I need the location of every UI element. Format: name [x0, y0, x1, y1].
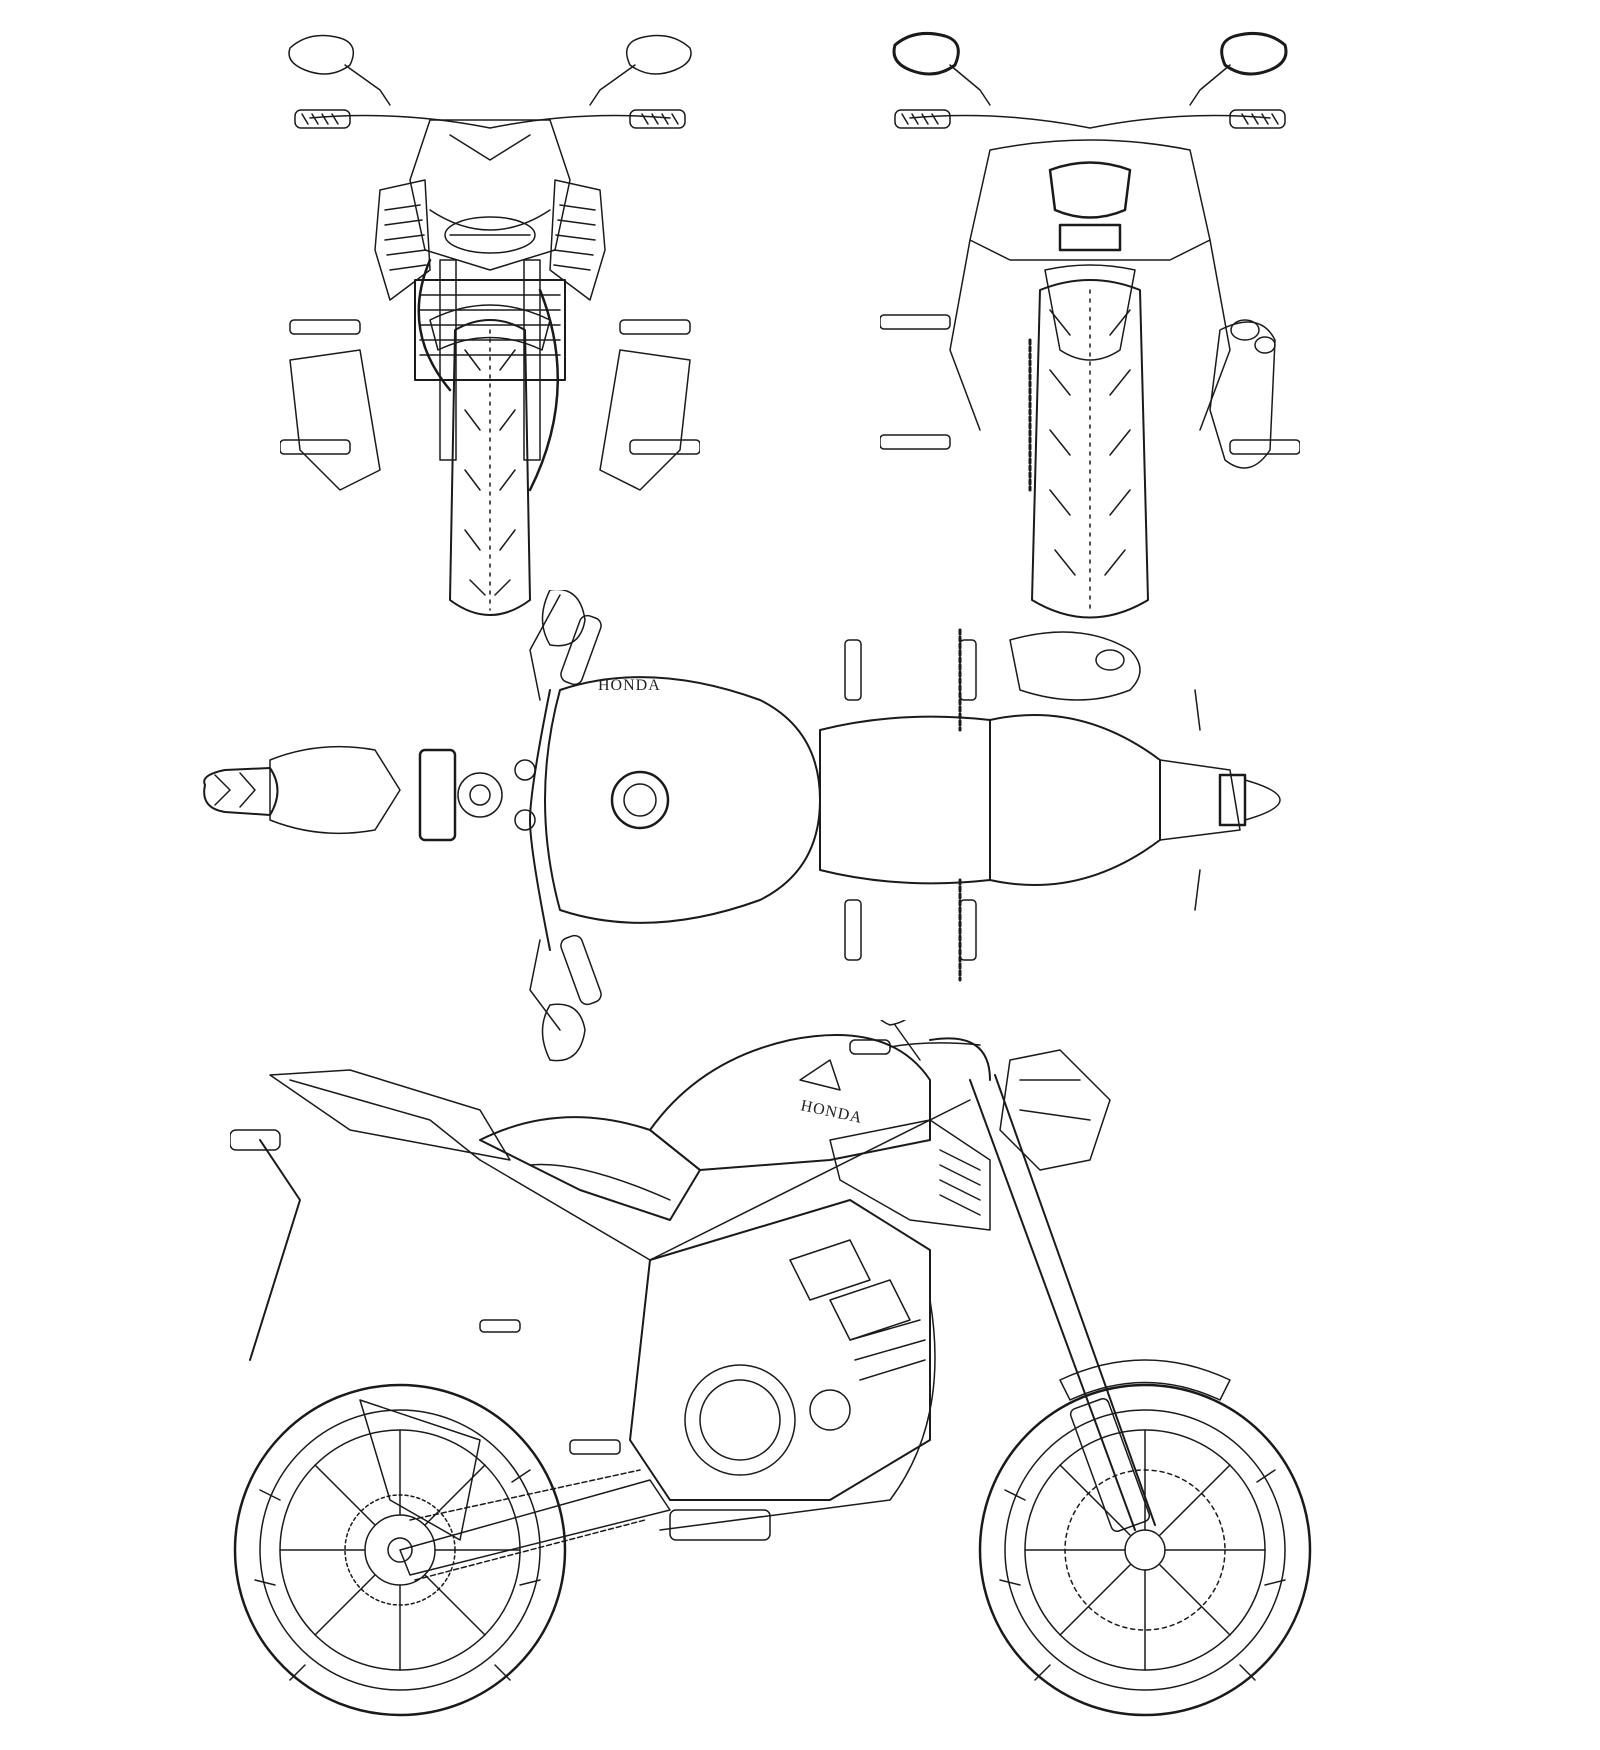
tank-logo-top: HONDA: [598, 677, 661, 694]
left-mirror: [288, 34, 355, 75]
swingarm: [399, 1479, 671, 1576]
motorcycle-top-view-icon: HONDA: [203, 590, 1281, 1062]
front-tire: [449, 319, 531, 616]
rear-turn-signal: [230, 1129, 281, 1151]
right-shroud: [549, 179, 606, 301]
exhaust-tip-2: [1254, 336, 1276, 354]
motorcycle-rear-view-icon: [880, 32, 1300, 619]
mirror-right-stem: [529, 939, 561, 1031]
right-grip: [629, 109, 686, 129]
front-fender: [429, 304, 551, 351]
fork-lower: [1069, 1398, 1151, 1532]
rear-turn-signal-right: [1194, 869, 1201, 911]
drive-chain: [409, 1469, 646, 1581]
headlight-cowl: [269, 745, 401, 835]
radiator-shroud: [829, 1119, 991, 1231]
front-view: [280, 10, 700, 630]
side-view: HONDA: [230, 1020, 1400, 1730]
headlight-cowl: [999, 1049, 1111, 1171]
right-mirror: [625, 34, 692, 75]
left-pillion-peg: [959, 639, 977, 701]
left-fork: [439, 259, 457, 461]
tail-section: [1159, 759, 1241, 841]
right-mirror: [1220, 32, 1288, 76]
rider-seat: [479, 1116, 701, 1221]
top-view: HONDA: [200, 590, 1400, 1110]
fuel-tank: [544, 676, 821, 924]
front-fender: [1059, 1359, 1231, 1401]
steering-stem: [457, 772, 503, 818]
motorcycle-side-view-icon: HONDA: [230, 1020, 1312, 1717]
instrument-cluster: [418, 748, 457, 842]
left-footpeg: [880, 314, 951, 330]
rear-view: [880, 10, 1300, 630]
exhaust-tip-1: [1230, 319, 1260, 341]
left-grip: [894, 109, 951, 129]
right-footpeg: [629, 439, 700, 455]
left-grip: [294, 109, 351, 129]
headlight: [444, 216, 536, 254]
front-fork: [969, 1074, 1156, 1531]
rear-hugger: [1244, 779, 1281, 821]
headlight-cowl: [409, 119, 571, 271]
pillion-seat: [989, 714, 1161, 886]
front-tire: [203, 767, 279, 816]
handlebar: [309, 114, 671, 129]
engine-left: [289, 349, 381, 491]
left-rider-peg: [844, 639, 862, 701]
rear-hugger: [359, 1399, 481, 1541]
radiator: [414, 279, 566, 381]
exhaust: [1209, 321, 1276, 469]
pillion-footpeg: [479, 1319, 521, 1333]
rear-tire: [1031, 279, 1149, 619]
exhaust-header: [659, 1299, 936, 1531]
tail-light: [1048, 161, 1132, 219]
motorcycle-front-view-icon: [280, 34, 700, 616]
engine: [629, 1199, 931, 1501]
front-brake-disc: [1064, 1469, 1226, 1631]
exhaust-canister: [669, 1509, 771, 1541]
rear-turn-signal-left: [1194, 689, 1201, 731]
engine-right: [599, 349, 691, 491]
exhaust: [1009, 631, 1141, 701]
mirror: [880, 1020, 907, 1026]
right-grip: [1229, 109, 1286, 129]
frame: [479, 1099, 971, 1441]
rider-seat: [819, 715, 991, 885]
tail-cowl: [269, 1069, 511, 1161]
clutch-cover: [684, 1364, 796, 1476]
plate-bracket: [1058, 223, 1122, 252]
fuel-tank: [649, 1034, 931, 1171]
front-tire: [978, 1383, 1312, 1717]
rear-hugger: [1044, 264, 1136, 361]
mirror-left-stem: [529, 594, 561, 701]
right-fork: [523, 259, 541, 461]
rear-brake-disc: [344, 1494, 456, 1606]
left-footpeg: [280, 439, 351, 455]
mirror-right: [541, 1003, 586, 1062]
handlebar: [889, 1042, 981, 1048]
fuel-cap: [610, 770, 670, 830]
tank-logo-side: HONDA: [799, 1097, 864, 1127]
rider-footpeg: [569, 1439, 621, 1455]
honda-wing-icon: [799, 1059, 841, 1091]
right-footpeg: [1229, 439, 1300, 455]
handlebar: [529, 689, 551, 951]
tail-cowl: [969, 139, 1211, 261]
mirror-left: [541, 590, 586, 647]
left-grip: [560, 614, 602, 686]
handlebar: [909, 114, 1271, 129]
right-rider-peg: [844, 899, 862, 961]
left-shroud: [374, 179, 431, 301]
plate-bracket: [249, 1139, 301, 1361]
rear-tire: [233, 1383, 567, 1717]
right-pillion-peg: [959, 899, 977, 961]
left-mirror: [892, 32, 960, 76]
right-grip: [560, 934, 602, 1006]
